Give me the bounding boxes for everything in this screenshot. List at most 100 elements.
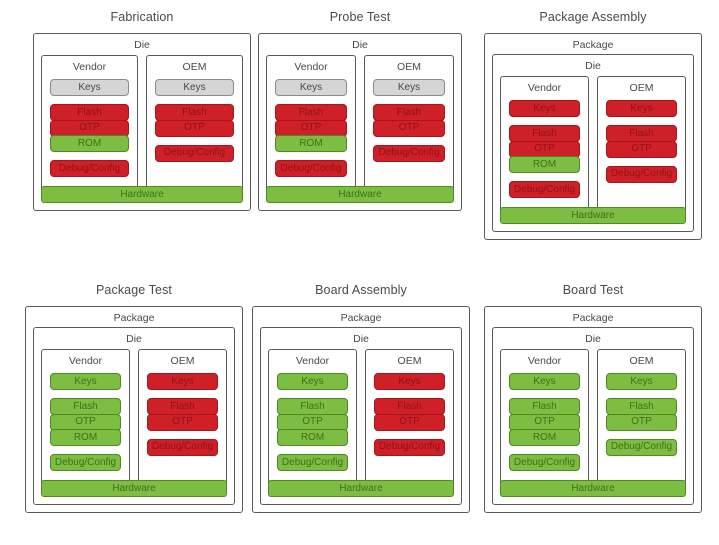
vendor-debug-config-block: Debug/Config	[509, 181, 580, 199]
oem-debug-config-block: Debug/Config	[155, 144, 234, 162]
oem-label: OEM	[397, 355, 422, 367]
die-label: Die	[585, 60, 601, 72]
spacer	[509, 173, 580, 181]
spacer	[606, 390, 677, 398]
vendor-keys-block: Keys	[509, 373, 580, 390]
vendor-keys-block: Keys	[509, 100, 580, 117]
spacer	[155, 137, 234, 145]
vendor-debug-config-block: Debug/Config	[275, 160, 347, 178]
vendor-debug-config-block: Debug/Config	[50, 454, 121, 472]
spacer	[147, 390, 218, 398]
oem-label: OEM	[629, 355, 654, 367]
vendor-otp-block: OTP	[50, 119, 129, 137]
vendor-flash-block: Flash	[509, 398, 580, 415]
oem-flash-block: Flash	[606, 398, 677, 415]
oem-debug-config-block: Debug/Config	[606, 438, 677, 456]
oem-label: OEM	[629, 82, 654, 94]
package-label: Package	[340, 312, 382, 324]
die-label: Die	[585, 333, 601, 345]
spacer	[373, 96, 445, 104]
oem-debug-config-block: Debug/Config	[606, 165, 677, 183]
oem-otp-block: OTP	[155, 119, 234, 137]
fabrication-hardware-bar: Hardware	[41, 186, 243, 204]
vendor-otp-block: OTP	[50, 413, 121, 431]
vendor-debug-config-block: Debug/Config	[277, 454, 348, 472]
board-test-hardware-bar: Hardware	[500, 480, 686, 498]
spacer	[374, 390, 445, 398]
spacer	[373, 137, 445, 145]
package-label: Package	[572, 39, 614, 51]
oem-keys-block: Keys	[155, 79, 234, 96]
vendor-keys-block: Keys	[50, 373, 121, 390]
spacer	[277, 446, 348, 454]
oem-flash-block: Flash	[374, 398, 445, 415]
oem-otp-block: OTP	[606, 413, 677, 431]
oem-flash-block: Flash	[606, 125, 677, 142]
vendor-keys-block: Keys	[275, 79, 347, 96]
spacer	[147, 431, 218, 439]
vendor-rom-block: ROM	[277, 429, 348, 447]
vendor-rom-block: ROM	[275, 135, 347, 153]
die-label: Die	[352, 39, 368, 51]
vendor-label: Vendor	[72, 61, 107, 73]
vendor-rom-block: ROM	[50, 135, 129, 153]
board-assembly-hardware-bar: Hardware	[268, 480, 454, 498]
oem-otp-block: OTP	[373, 119, 445, 137]
spacer	[509, 117, 580, 125]
oem-debug-config-block: Debug/Config	[147, 438, 218, 456]
spacer	[50, 96, 129, 104]
oem-otp-block: OTP	[374, 413, 445, 431]
spacer	[374, 431, 445, 439]
package-label: Package	[113, 312, 155, 324]
vendor-otp-block: OTP	[509, 413, 580, 431]
vendor-rom-block: ROM	[509, 429, 580, 447]
panel-title-probe-test: Probe Test	[329, 10, 391, 24]
spacer	[606, 158, 677, 166]
vendor-flash-block: Flash	[509, 125, 580, 142]
oem-debug-config-block: Debug/Config	[374, 438, 445, 456]
oem-label: OEM	[182, 61, 207, 73]
oem-otp-block: OTP	[606, 140, 677, 158]
vendor-label: Vendor	[527, 355, 562, 367]
panel-title-package-assembly: Package Assembly	[539, 10, 647, 24]
vendor-otp-block: OTP	[275, 119, 347, 137]
spacer	[275, 152, 347, 160]
oem-keys-block: Keys	[606, 373, 677, 390]
oem-flash-block: Flash	[373, 104, 445, 121]
oem-debug-config-block: Debug/Config	[373, 144, 445, 162]
die-label: Die	[134, 39, 150, 51]
oem-otp-block: OTP	[147, 413, 218, 431]
vendor-otp-block: OTP	[509, 140, 580, 158]
panel-title-board-test: Board Test	[562, 283, 624, 297]
vendor-label: Vendor	[294, 61, 328, 73]
